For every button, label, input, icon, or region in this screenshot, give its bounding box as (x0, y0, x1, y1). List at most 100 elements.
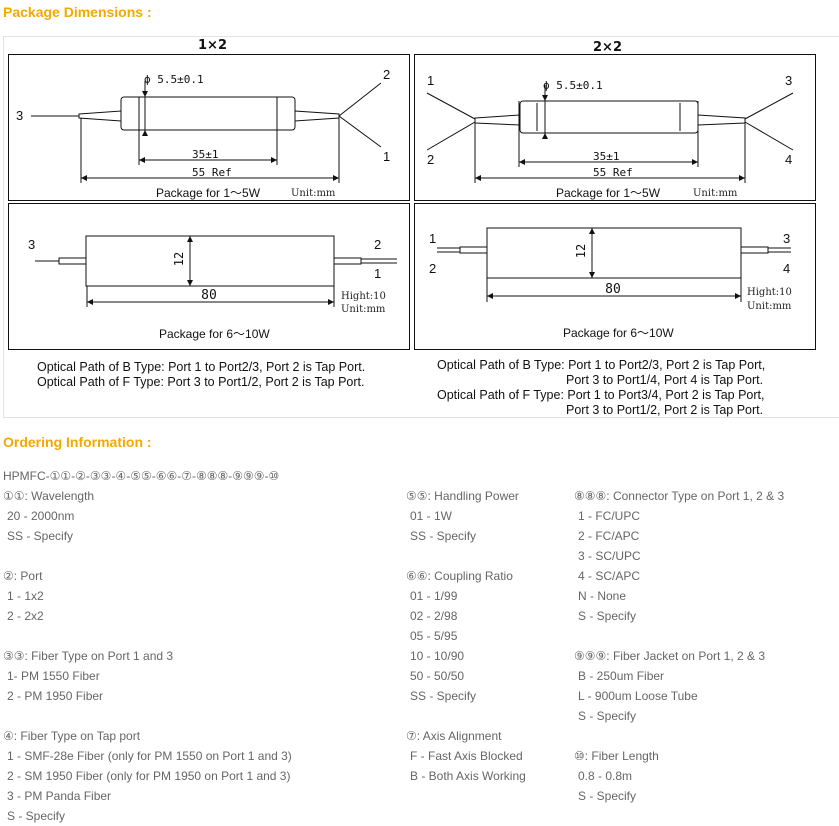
option-item: L - 900um Loose Tube (578, 689, 698, 703)
optical-path-2x2-f-line2: Port 3 to Port1/2, Port 2 is Tap Port. (566, 403, 764, 417)
height-label: 12 (574, 244, 588, 258)
option-item: 1- PM 1550 Fiber (7, 669, 100, 683)
drawing-2x2-large-package: 12 80 1 2 3 4 Hight:10 Unit:mm Package f… (414, 203, 816, 350)
option-item: 3 - PM Panda Fiber (7, 789, 112, 803)
option-group-handling-power: ⑤⑤: Handling Power 01 - 1W SS - Specify (406, 486, 571, 546)
optical-path-1x2-b: Optical Path of B Type: Port 1 to Port2/… (37, 360, 366, 374)
option-item: B - Both Axis Working (410, 769, 526, 783)
port-label-1: 1 (383, 149, 391, 164)
option-group-axis-alignment: ⑦: Axis Alignment F - Fast Axis Blocked … (406, 726, 571, 786)
option-item: 50 - 50/50 (410, 669, 465, 683)
unit-label: Unit:mm (341, 304, 386, 315)
option-item: F - Fast Axis Blocked (410, 749, 523, 763)
option-item: 2 - 2x2 (7, 609, 44, 623)
ref-length-label: 55 Ref (192, 166, 232, 179)
unit-label: Unit:mm (693, 188, 738, 199)
optical-path-2x2-b-line1: Optical Path of B Type: Port 1 to Port2/… (437, 358, 766, 372)
option-item: B - 250um Fiber (578, 669, 665, 683)
option-group-wavelength: ①①: Wavelength 20 - 2000nm SS - Specify (3, 486, 398, 546)
package-dimensions-title: Package Dimensions : (3, 4, 152, 20)
option-item: 1 - SMF-28e Fiber (only for PM 1550 on P… (7, 749, 292, 763)
port-label-2: 2 (427, 152, 435, 167)
option-item: 2 - FC/APC (578, 529, 640, 543)
diameter-label: ϕ 5.5±0.1 (543, 79, 603, 92)
optical-path-1x2-f: Optical Path of F Type: Port 3 to Port1/… (37, 375, 365, 389)
ordering-column-2: ⑤⑤: Handling Power 01 - 1W SS - Specify … (406, 486, 571, 786)
option-item: 1 - 1x2 (7, 589, 44, 603)
package-caption-6-10w: Package for 6～10W (563, 326, 674, 340)
option-item: N - None (578, 589, 627, 603)
option-title: ⑦: Axis Alignment (406, 729, 502, 743)
option-item: S - Specify (578, 789, 637, 803)
option-title: ⑧⑧⑧: Connector Type on Port 1, 2 & 3 (574, 489, 785, 503)
port-label-3: 3 (16, 108, 24, 123)
height-label: 12 (172, 252, 186, 266)
option-item: SS - Specify (410, 529, 477, 543)
diameter-label: ϕ 5.5±0.1 (144, 73, 204, 86)
option-group-fiber-jacket: ⑨⑨⑨: Fiber Jacket on Port 1, 2 & 3 B - 2… (574, 646, 834, 726)
option-group-coupling-ratio: ⑥⑥: Coupling Ratio 01 - 1/99 02 - 2/98 0… (406, 566, 571, 706)
ordering-code: HPMFC-①①-②-③③-④-⑤⑤-⑥⑥-⑦-⑧⑧⑧-⑨⑨⑨-⑩ (3, 469, 280, 483)
length-label: 80 (605, 282, 621, 297)
drawing-2x2-small-package: ϕ 5.5±0.1 35±1 55 Ref 1 2 3 4 Package fo… (414, 54, 816, 201)
option-title: ①①: Wavelength (3, 489, 95, 503)
port-label-1: 1 (429, 231, 437, 246)
option-group-tap-fiber: ④: Fiber Type on Tap port 1 - SMF-28e Fi… (3, 726, 398, 826)
option-title: ⑥⑥: Coupling Ratio (406, 569, 513, 583)
package-caption-1-5w: Package for 1～5W (556, 186, 661, 200)
option-title: ⑤⑤: Handling Power (406, 489, 519, 503)
port-label-3: 3 (28, 237, 36, 252)
port-label-2: 2 (429, 261, 437, 276)
option-group-connector-type: ⑧⑧⑧: Connector Type on Port 1, 2 & 3 1 -… (574, 486, 834, 626)
option-item: 2 - PM 1950 Fiber (7, 689, 104, 703)
port-label-2: 2 (383, 67, 391, 82)
port-label-1: 1 (374, 266, 382, 281)
option-title: ③③: Fiber Type on Port 1 and 3 (3, 649, 174, 663)
option-item: 01 - 1W (410, 509, 453, 523)
option-item: 1 - FC/UPC (578, 509, 641, 523)
option-title: ⑩: Fiber Length (574, 749, 659, 763)
option-item: 20 - 2000nm (7, 509, 75, 523)
option-title: ②: Port (3, 569, 43, 583)
port-label-1: 1 (427, 73, 435, 88)
optical-path-2x2-b-line2: Port 3 to Port1/4, Port 4 is Tap Port. (566, 373, 764, 387)
option-item: 4 - SC/APC (578, 569, 641, 583)
port-label-2: 2 (374, 237, 382, 252)
length-label: 80 (201, 288, 217, 303)
heading-2x2: 2×2 (593, 40, 622, 55)
port-label-4: 4 (785, 152, 793, 167)
option-item: S - Specify (7, 809, 66, 823)
drawing-1x2-large-package: 12 80 3 2 1 Hight:10 Unit:mm Package for… (8, 203, 410, 350)
port-label-4: 4 (783, 261, 791, 276)
hight-label: Hight:10 (341, 291, 386, 302)
option-group-fiber-length: ⑩: Fiber Length 0.8 - 0.8m S - Specify (574, 746, 834, 806)
option-item: 10 - 10/90 (410, 649, 465, 663)
port-label-3: 3 (785, 73, 793, 88)
package-caption-6-10w: Package for 6～10W (159, 327, 270, 341)
option-item: S - Specify (578, 609, 637, 623)
option-group-fiber-type: ③③: Fiber Type on Port 1 and 3 1- PM 155… (3, 646, 398, 706)
ordering-column-1: ①①: Wavelength 20 - 2000nm SS - Specify … (3, 486, 398, 826)
option-item: SS - Specify (7, 529, 74, 543)
heading-1x2: 1×2 (198, 38, 227, 53)
ordering-column-3: ⑧⑧⑧: Connector Type on Port 1, 2 & 3 1 -… (574, 486, 834, 806)
option-group-port: ②: Port 1 - 1x2 2 - 2x2 (3, 566, 398, 626)
unit-label: Unit:mm (747, 301, 792, 312)
package-drawings (3, 36, 839, 418)
drawing-1x2-small-package: ϕ 5.5±0.1 35±1 55 Ref 3 2 1 Package for … (8, 54, 410, 201)
option-item: 0.8 - 0.8m (578, 769, 633, 783)
option-item: 3 - SC/UPC (578, 549, 641, 563)
option-item: 2 - SM 1950 Fiber (only for PM 1950 on P… (7, 769, 291, 783)
body-length-label: 35±1 (593, 150, 620, 163)
option-title: ④: Fiber Type on Tap port (3, 729, 141, 743)
option-item: SS - Specify (410, 689, 477, 703)
option-title: ⑨⑨⑨: Fiber Jacket on Port 1, 2 & 3 (574, 649, 766, 663)
option-item: 02 - 2/98 (410, 609, 458, 623)
option-item: 01 - 1/99 (410, 589, 458, 603)
option-item: 05 - 5/95 (410, 629, 458, 643)
ref-length-label: 55 Ref (593, 166, 633, 179)
unit-label: Unit:mm (291, 188, 336, 199)
option-item: S - Specify (578, 709, 637, 723)
port-label-3: 3 (783, 231, 791, 246)
hight-label: Hight:10 (747, 287, 792, 298)
